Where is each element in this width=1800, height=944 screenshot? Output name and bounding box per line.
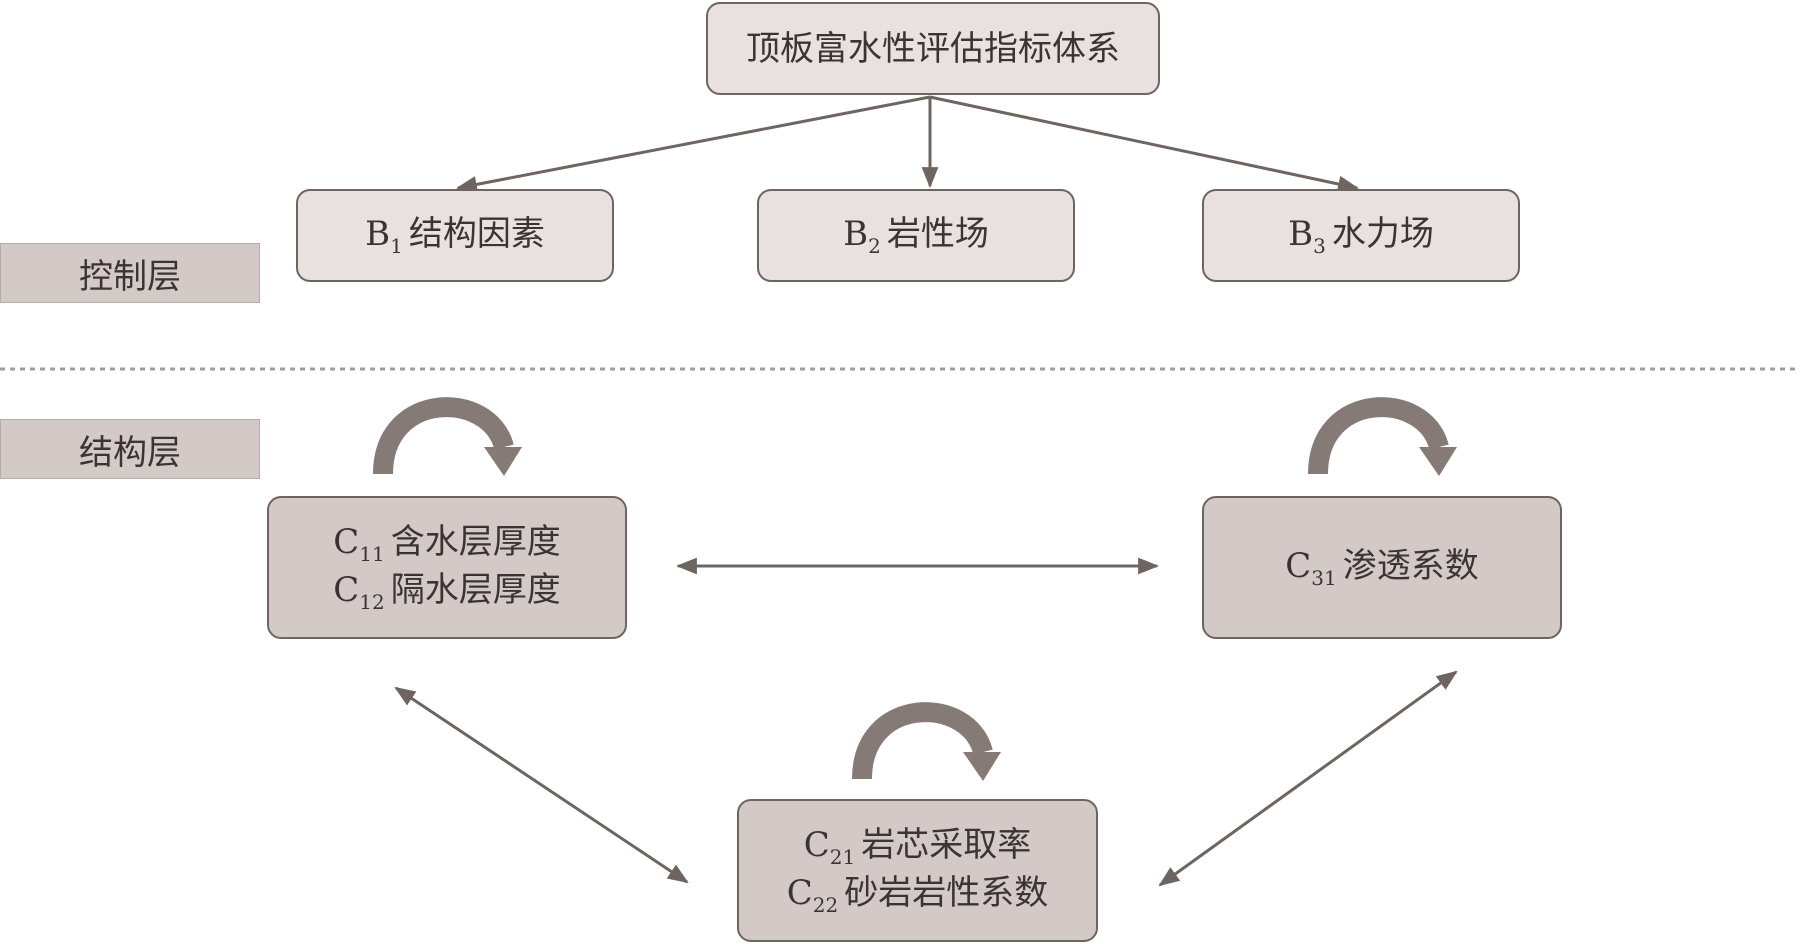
node-subscript: 12 [359,589,385,614]
node-prefix: C [803,824,830,865]
node-prefix: C [1285,545,1312,586]
node-subscript: 3 [1313,233,1326,258]
node-prefix: B [1288,213,1314,254]
node-subscript: 22 [812,892,839,917]
node-subscript: 21 [829,844,856,869]
self-loop-arrow-bottom [852,702,1001,781]
self-loop-arrow-left [373,397,522,476]
root-node: 顶板富水性评估指标体系 [706,2,1160,95]
node-label: 结构因素 [408,213,545,254]
node-label: 水力场 [1331,213,1434,254]
node-subscript: 11 [359,541,385,566]
root-node-label: 顶板富水性评估指标体系 [746,28,1120,69]
node-subscript: 1 [390,233,403,258]
node-label: 渗透系数 [1342,545,1479,586]
layer-label-structure: 结构层 [0,419,260,479]
node-subscript: 31 [1311,565,1337,590]
arrow-root-to-b1 [455,95,931,193]
node-label: 岩性场 [886,213,989,254]
node-label: 砂岩岩性系数 [844,872,1049,913]
arrow-c3-c2 [1158,670,1458,887]
node-label: 岩芯采取率 [861,824,1032,865]
node-prefix: C [786,872,813,913]
node-prefix: B [365,213,391,254]
node-label: 隔水层厚度 [390,569,561,610]
node-subscript: 2 [868,233,881,258]
node-prefix: B [843,213,869,254]
node-label: 含水层厚度 [390,521,561,562]
node-prefix: C [333,521,360,562]
node-prefix: C [333,569,360,610]
layer-label-control: 控制层 [0,243,260,303]
arrow-c1-c2 [394,686,689,884]
arrow-root-to-b3 [929,95,1360,193]
self-loop-arrow-right [1308,397,1457,476]
